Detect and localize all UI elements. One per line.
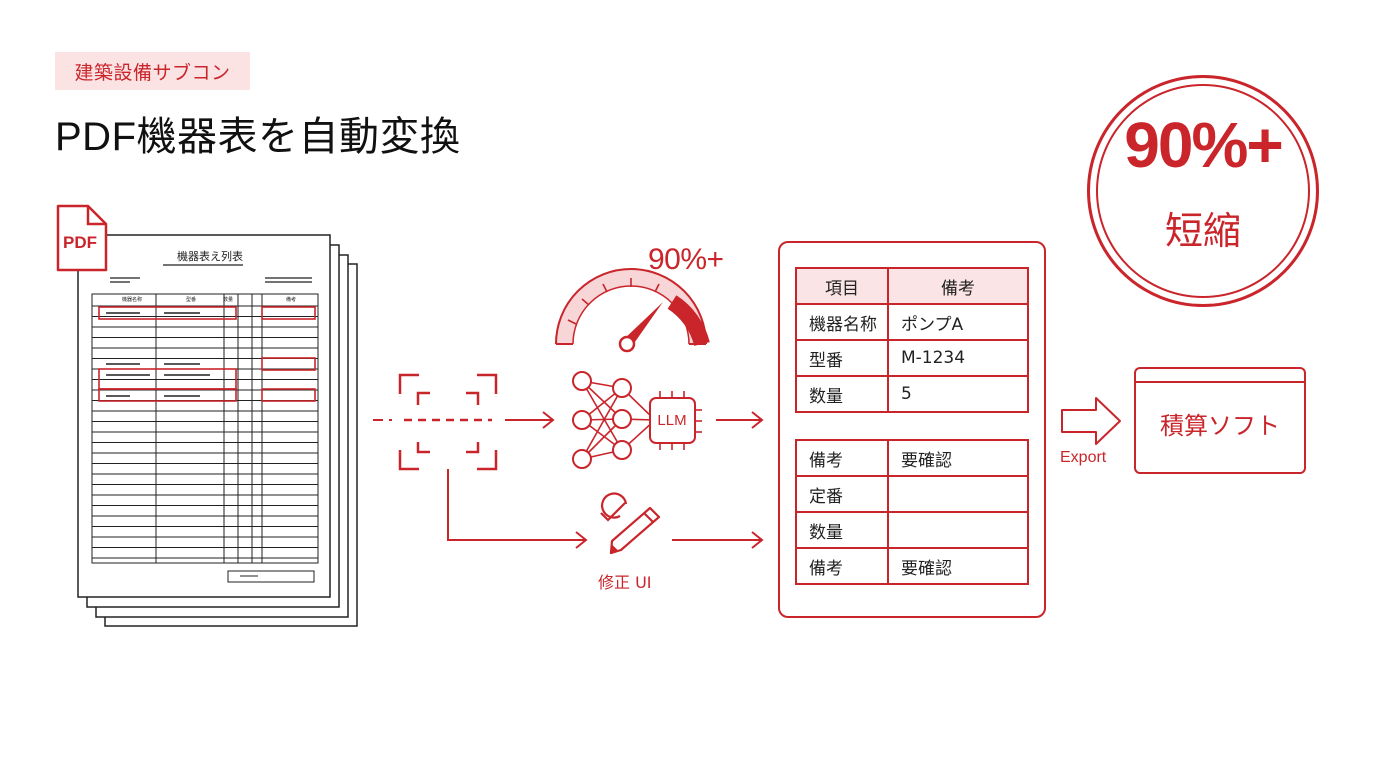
reduction-badge-value: 90%+ [1124,109,1283,181]
speed-gauge-value: 90%+ [648,243,724,276]
table-header-cell: 備考 [887,267,1029,305]
table-header-cell: 項目 [795,267,889,305]
scan-to-model-arrow [505,411,555,429]
results-table-top: 項目 備考 機器名称 ポンプA 型番 M-1234 数量 5 [795,267,1029,413]
scan-to-correction-arrow [447,469,588,549]
table-key-cell: 備考 [795,439,889,477]
table-value-cell[interactable]: 5 [887,375,1029,413]
table-row: 機器名称 ポンプA [795,303,1029,341]
speed-gauge-icon [555,268,710,353]
document-column-header: 数量 [222,297,233,303]
export-arrow-icon [1061,397,1121,445]
pencil-icon [609,506,661,555]
reduction-badge [1087,75,1319,307]
chip-icon [649,391,702,450]
results-table-bottom: 備考 要確認 定番 数量 備考 要確認 [795,439,1029,585]
scan-frame-icon [398,373,498,471]
table-row: 定番 [795,475,1029,513]
pdf-file-icon [56,204,108,272]
reduction-badge-label: 短縮 [1164,209,1241,253]
document-column-header: 機器名称 [121,297,142,303]
document-table-border [91,293,319,564]
category-tag: 建築設備サブコン [55,52,250,90]
table-row: 備考 要確認 [795,547,1029,585]
estimation-software-titlebar [1134,367,1306,383]
pdf-badge-label: PDF [63,233,97,252]
table-row: 数量 5 [795,375,1029,413]
table-header-row: 項目 備考 [795,267,1029,305]
page-title: PDF機器表を自動変換 [55,115,461,159]
table-row: 型番 M-1234 [795,339,1029,377]
export-label: Export [1060,449,1107,466]
document-column-header: 型番 [185,297,196,303]
table-value-cell[interactable]: 要確認 [887,439,1029,477]
table-value-cell[interactable]: M-1234 [887,339,1029,377]
table-key-cell: 定番 [795,475,889,513]
model-to-results-arrow [716,411,764,429]
check-icon [600,492,628,522]
correction-to-results-arrow [672,531,764,549]
table-value-cell[interactable]: ポンプA [887,303,1029,341]
table-key-cell: 機器名称 [795,303,889,341]
neural-network-icon [572,371,656,469]
table-row: 数量 [795,511,1029,549]
estimation-software-window [1134,367,1306,474]
table-key-cell: 数量 [795,511,889,549]
correction-ui-label: 修正 UI [598,573,652,592]
table-key-cell: 数量 [795,375,889,413]
table-row: 備考 要確認 [795,439,1029,477]
table-value-cell[interactable]: 要確認 [887,547,1029,585]
table-value-cell[interactable] [887,511,1029,549]
document-table [91,293,319,564]
document-title: 機器表え列表 [177,250,243,263]
estimation-software-label: 積算ソフト [1160,412,1280,440]
table-key-cell: 型番 [795,339,889,377]
document-column-header: 備考 [285,297,296,303]
highlighted-fields [98,306,316,402]
table-value-cell[interactable] [887,475,1029,513]
table-key-cell: 備考 [795,547,889,585]
llm-label: LLM [657,412,687,429]
